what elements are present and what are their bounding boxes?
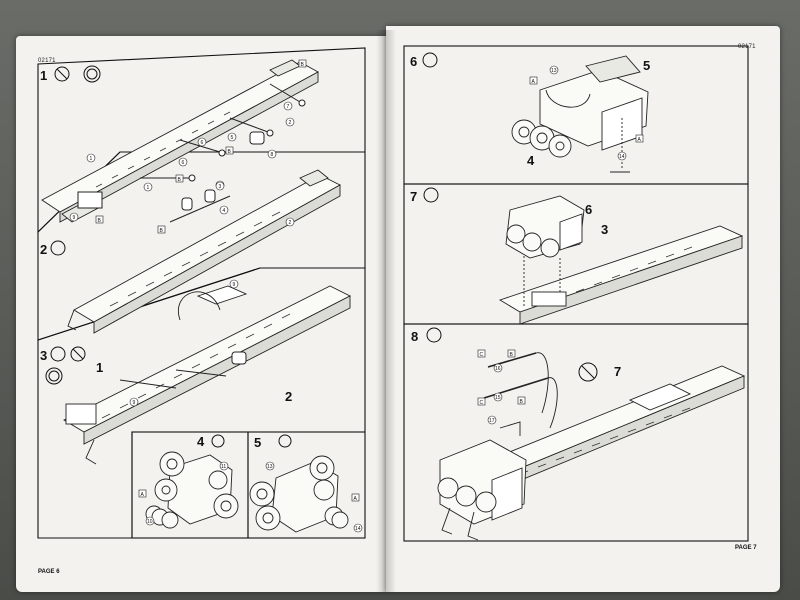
- step-3-callout-1: 1: [96, 360, 103, 375]
- step-6-callout-4: 4: [527, 153, 535, 168]
- svg-text:A: A: [638, 137, 642, 143]
- svg-text:9: 9: [73, 215, 76, 221]
- no-glue-icon: [578, 362, 598, 382]
- step-3-number: 3: [40, 348, 47, 363]
- svg-text:10: 10: [147, 519, 153, 525]
- svg-text:1: 1: [147, 185, 150, 191]
- step-5-frame: [247, 431, 366, 539]
- svg-text:A: A: [354, 496, 358, 502]
- svg-text:B: B: [228, 149, 232, 155]
- step-7-callout-6: 6: [585, 202, 592, 217]
- step-6-number: 6: [410, 54, 417, 69]
- step-3-chassis: [63, 285, 351, 465]
- step-2-number: 2: [40, 242, 47, 257]
- step-7-number: 7: [410, 189, 417, 204]
- step-7-callout-3: 3: [601, 222, 608, 237]
- svg-text:A: A: [141, 492, 145, 498]
- svg-text:17: 17: [489, 418, 495, 424]
- step-5-number: 5: [254, 435, 261, 450]
- svg-text:15: 15: [495, 395, 501, 401]
- no-glue-icon: [54, 66, 70, 82]
- step-5-wheelset: [249, 455, 349, 533]
- svg-text:B: B: [178, 177, 182, 183]
- svg-text:6: 6: [182, 160, 185, 166]
- svg-text:3: 3: [219, 184, 222, 190]
- glue-icon: [50, 240, 66, 256]
- clock-dry-icon: [45, 367, 63, 385]
- step-6-callout-5: 5: [643, 58, 650, 73]
- step-6-bogie: [511, 55, 649, 173]
- svg-text:B: B: [520, 399, 524, 405]
- glue-icon: [423, 187, 439, 203]
- svg-text:14: 14: [355, 526, 361, 532]
- svg-text:B: B: [98, 218, 102, 224]
- step-8-number: 8: [411, 329, 418, 344]
- step-4-number: 4: [197, 434, 205, 449]
- step-3-callout-2: 2: [285, 389, 292, 404]
- glue-icon: [426, 327, 442, 343]
- clock-dry-icon: [83, 65, 101, 83]
- svg-text:2: 2: [289, 220, 292, 226]
- step-1-axles: [77, 83, 306, 209]
- svg-text:B: B: [301, 62, 305, 68]
- svg-text:16: 16: [495, 366, 501, 372]
- glue-icon: [278, 434, 292, 448]
- svg-text:A: A: [532, 79, 536, 85]
- svg-text:13: 13: [267, 464, 273, 470]
- glue-icon: [211, 434, 225, 448]
- svg-text:1: 1: [90, 156, 93, 162]
- step-8-assembly: [437, 352, 746, 541]
- step-8-callout-7: 7: [614, 364, 621, 379]
- svg-text:C: C: [480, 352, 484, 358]
- step-8-frame: [403, 323, 749, 542]
- glue-icon: [50, 346, 66, 362]
- svg-text:4: 4: [223, 208, 226, 214]
- glue-icon: [422, 52, 438, 68]
- svg-text:2: 2: [289, 120, 292, 126]
- step-2-chassis: [67, 169, 341, 334]
- page-number-right: PAGE 7: [735, 545, 757, 551]
- svg-text:B: B: [510, 352, 514, 358]
- page-number-left: PAGE 6: [38, 569, 60, 575]
- svg-text:13: 13: [551, 68, 557, 74]
- step-1-number: 1: [40, 68, 47, 83]
- svg-text:6: 6: [201, 140, 204, 146]
- svg-text:11: 11: [221, 464, 226, 470]
- svg-text:8: 8: [271, 152, 274, 158]
- svg-text:5: 5: [231, 135, 234, 141]
- no-glue-icon: [70, 346, 86, 362]
- step-7-assembly: [498, 195, 744, 325]
- svg-text:7: 7: [287, 104, 290, 110]
- book-spine: [376, 30, 396, 592]
- svg-text:B: B: [160, 228, 164, 234]
- step-3-axles: [119, 351, 247, 389]
- svg-text:C: C: [480, 400, 484, 406]
- step-4-wheelset: [145, 451, 239, 529]
- svg-text:14: 14: [619, 154, 625, 160]
- step-2-parts: [169, 189, 231, 223]
- document-code-right: 02171: [738, 44, 756, 50]
- svg-text:9: 9: [133, 400, 136, 406]
- document-code-left: 02171: [38, 58, 56, 64]
- svg-text:9: 9: [233, 282, 236, 288]
